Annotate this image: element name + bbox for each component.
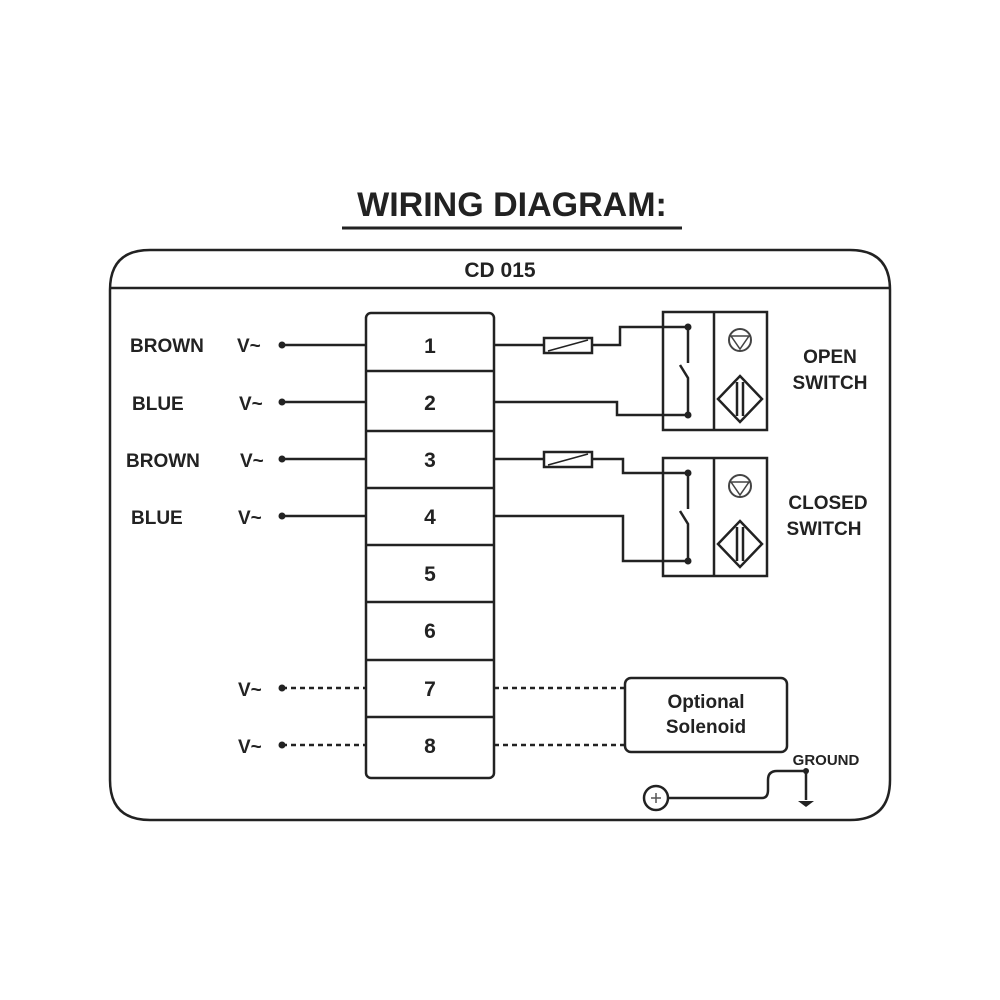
voltage-label: V~: [238, 680, 262, 701]
resistor-icon: [542, 336, 594, 355]
wire-color-label: BLUE: [132, 394, 184, 415]
terminal-8: 8: [424, 735, 436, 758]
voltage-label: V~: [238, 737, 262, 758]
open-switch-label: OPEN: [803, 347, 857, 368]
closed-switch-label: SWITCH: [787, 519, 862, 540]
terminal-3: 3: [424, 449, 436, 472]
terminal-1: 1: [424, 335, 436, 358]
solenoid-label: Solenoid: [666, 717, 746, 738]
resistor-icon: [542, 450, 594, 469]
solenoid-label: Optional: [667, 692, 744, 713]
optional-solenoid-box: [623, 676, 789, 754]
open-switch-label: SWITCH: [793, 373, 868, 394]
voltage-label: V~: [239, 394, 263, 415]
closed-switch-label: CLOSED: [788, 493, 867, 514]
voltage-label: V~: [238, 508, 262, 529]
proximity-sensor-icon: [716, 519, 764, 569]
wire-color-label: BROWN: [130, 336, 204, 357]
terminal-4: 4: [424, 506, 436, 529]
enclosure-outline: [108, 248, 892, 822]
open-switch-wiring: [494, 310, 769, 432]
ground-wiring: [642, 768, 814, 812]
voltage-label: V~: [240, 451, 264, 472]
terminal-7: 7: [424, 678, 436, 701]
model-label: CD 015: [464, 259, 536, 282]
proximity-sensor-icon: [716, 374, 764, 424]
closed-switch-wiring: [494, 450, 769, 578]
voltage-label: V~: [237, 336, 261, 357]
sensor-icon: [728, 328, 752, 352]
terminal-2: 2: [424, 392, 436, 415]
terminal-block: [364, 311, 496, 780]
ground-label: GROUND: [793, 752, 860, 769]
wire-color-label: BLUE: [131, 508, 183, 529]
diagram-title: WIRING DIAGRAM:: [357, 186, 667, 224]
terminal-5: 5: [424, 563, 436, 586]
wire-color-label: BROWN: [126, 451, 200, 472]
left-wires: [278, 341, 625, 749]
sensor-icon: [728, 474, 752, 498]
terminal-6: 6: [424, 620, 436, 643]
ground-icon: [798, 801, 814, 807]
